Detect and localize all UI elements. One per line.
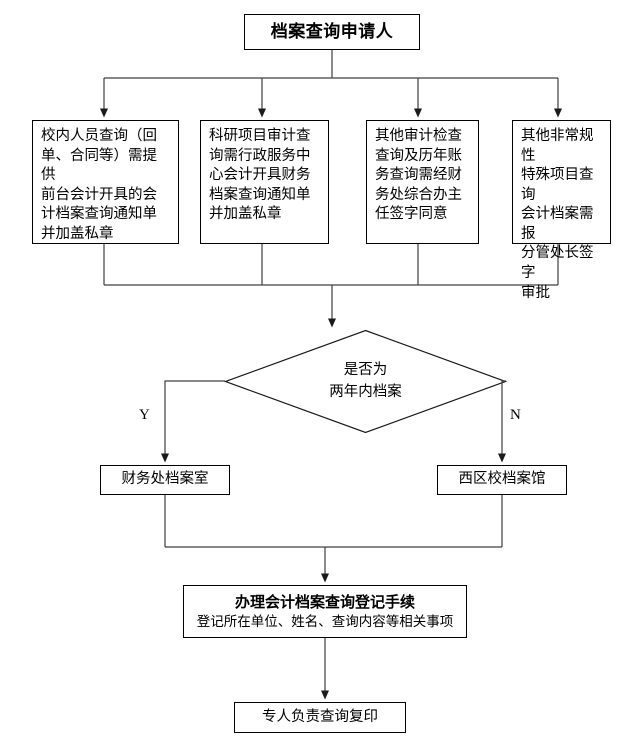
condition-4-line-1: 其他非常规性 — [521, 128, 594, 164]
condition-3-line-5: 任签字同意 — [375, 206, 448, 223]
condition-1-line-3: 前台会计开具的会 — [41, 186, 157, 203]
condition-4-line-4: 分管处长签字 — [521, 245, 594, 281]
condition-2-line-5: 并加盖私章 — [209, 206, 282, 223]
register-subtitle: 登记所在单位、姓名、查询内容等相关事项 — [196, 613, 454, 630]
condition-2-line-3: 心会计开具财务 — [209, 167, 311, 184]
decision-label-group: 是否为 两年内档案 — [225, 330, 506, 433]
node-condition-1[interactable]: 校内人员查询（回 单、合同等）需提供 前台会计开具的会 计档案查询通知单 并加盖… — [32, 120, 179, 244]
condition-1-line-4: 计档案查询通知单 — [41, 206, 157, 223]
node-decision[interactable]: 是否为 两年内档案 — [225, 330, 506, 433]
node-start-label: 档案查询申请人 — [270, 21, 394, 42]
node-condition-4[interactable]: 其他非常规性 特殊项目查询 会计档案需报 分管处长签字 审批 — [512, 120, 611, 301]
node-condition-3[interactable]: 其他审计检查 查询及历年账 务查询需经财 务处综合办主 任签字同意 — [366, 120, 479, 244]
condition-4-line-5: 审批 — [521, 284, 550, 301]
node-start[interactable]: 档案查询申请人 — [244, 14, 420, 50]
condition-1-line-5: 并加盖私章 — [41, 225, 114, 242]
node-branch-no[interactable]: 西区校档案馆 — [437, 465, 567, 495]
decision-no-label: N — [510, 407, 521, 423]
condition-4-line-2: 特殊项目查询 — [521, 167, 594, 203]
node-branch-yes[interactable]: 财务处档案室 — [100, 465, 230, 495]
node-register[interactable]: 办理会计档案查询登记手续 登记所在单位、姓名、查询内容等相关事项 — [183, 585, 467, 638]
condition-2-line-2: 询需行政服务中 — [209, 147, 311, 164]
condition-1-line-1: 校内人员查询（回 — [41, 128, 157, 144]
node-condition-2[interactable]: 科研项目审计查 询需行政服务中 心会计开具财务 档案查询通知单 并加盖私章 — [200, 120, 329, 244]
node-end[interactable]: 专人负责查询复印 — [234, 702, 406, 733]
branch-no-label: 西区校档案馆 — [458, 471, 546, 488]
condition-4-line-3: 会计档案需报 — [521, 206, 594, 242]
condition-3-line-3: 务查询需经财 — [375, 167, 462, 184]
decision-line-1: 是否为 — [343, 362, 388, 379]
branch-yes-label: 财务处档案室 — [121, 471, 209, 488]
wire-decision-yes — [161, 380, 225, 463]
decision-yes-label: Y — [139, 407, 150, 423]
register-title: 办理会计档案查询登记手续 — [234, 593, 415, 612]
condition-2-line-4: 档案查询通知单 — [209, 186, 311, 203]
condition-3-line-2: 查询及历年账 — [375, 147, 462, 164]
condition-3-line-1: 其他审计检查 — [375, 128, 462, 144]
condition-1-line-2: 单、合同等）需提供 — [41, 147, 157, 184]
condition-2-line-1: 科研项目审计查 — [209, 128, 311, 144]
decision-line-2: 两年内档案 — [329, 383, 402, 400]
condition-3-line-4: 务处综合办主 — [375, 186, 462, 203]
node-end-label: 专人负责查询复印 — [262, 708, 378, 725]
